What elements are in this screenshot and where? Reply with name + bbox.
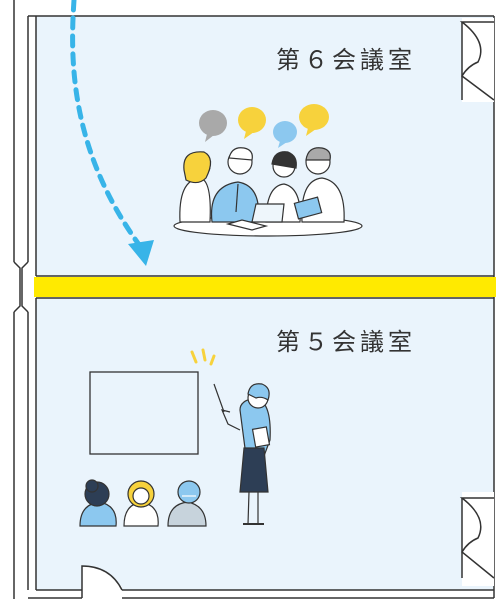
corridor-highlight <box>34 277 496 297</box>
audience-icon <box>79 479 207 527</box>
door-icon <box>459 18 495 102</box>
speech-bubble-icon <box>199 104 329 148</box>
door-icon <box>81 565 123 599</box>
room-6-title: 第６会議室 <box>276 46 416 74</box>
door-icon <box>13 261 29 313</box>
room-6-area <box>36 16 494 276</box>
presenter-icon <box>190 348 271 525</box>
arrow-down-icon <box>128 240 154 266</box>
room-5-title: 第５会議室 <box>276 328 416 356</box>
door-icon <box>459 492 495 586</box>
whiteboard-icon <box>89 371 199 455</box>
route-arrow <box>70 0 143 249</box>
meeting-people-icon <box>173 147 363 237</box>
